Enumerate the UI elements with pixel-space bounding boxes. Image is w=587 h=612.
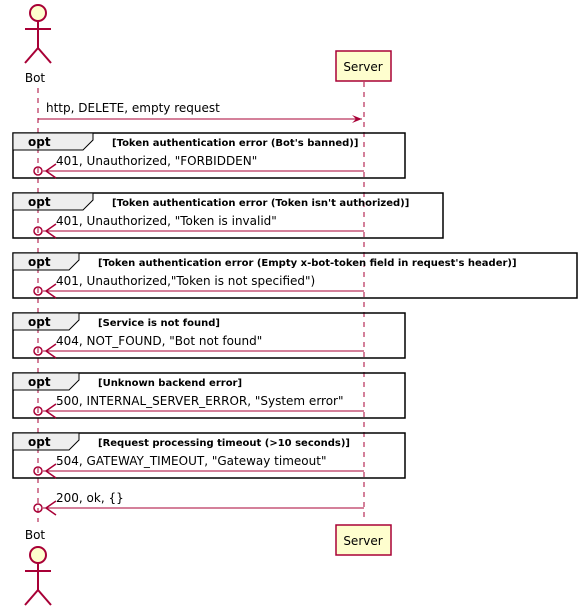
bot-label-top: Bot [25,71,46,85]
opt-tab [12,312,80,331]
opt-fragment [12,192,444,239]
request-arrowhead-icon [352,115,362,123]
message-label: 401, Unauthorized, "FORBIDDEN" [56,154,257,168]
opt-tab [12,372,80,391]
bot-label-bottom: Bot [25,528,46,542]
arrowhead-icon [44,163,57,179]
message-label-ok: 200, ok, {} [56,491,124,505]
server-box-top [335,50,392,82]
arrowhead-icon [44,283,57,299]
lost-message-circle-icon [33,346,43,356]
opt-condition: [Token authentication error (Bot's banne… [112,138,358,149]
lost-message-circle-icon [33,406,43,416]
opt-keyword: opt [28,255,51,269]
lost-message-circle-icon [33,466,43,476]
opt-condition: [Service is not found] [98,318,220,329]
bot-actor-icon-bottom [24,546,52,606]
arrowhead-icon [44,500,57,516]
message-label: 401, Unauthorized,"Token is not specifie… [56,274,315,288]
opt-fragment [12,372,406,419]
opt-fragment [12,132,406,179]
opt-condition: [Token authentication error (Token isn't… [112,198,409,209]
opt-tab [12,192,94,211]
lost-message-circle-icon [33,286,43,296]
opt-condition: [Request processing timeout (>10 seconds… [98,438,350,449]
opt-condition: [Token authentication error (Empty x-bot… [98,258,517,269]
arrowhead-icon [44,463,57,479]
server-box-bottom [335,524,392,556]
opt-condition: [Unknown backend error] [98,378,242,389]
lost-message-circle-icon [33,226,43,236]
opt-keyword: opt [28,375,51,389]
arrowhead-icon [44,403,57,419]
server-label-top: Server [343,60,382,74]
message-label-request: http, DELETE, empty request [46,101,220,115]
opt-keyword: opt [28,435,51,449]
opt-keyword: opt [28,315,51,329]
opt-fragment [12,252,578,299]
opt-tab [12,432,80,451]
arrowhead-icon [44,343,57,359]
opt-fragment [12,432,406,479]
opt-keyword: opt [28,135,51,149]
lost-message-circle-icon [33,166,43,176]
message-label: 500, INTERNAL_SERVER_ERROR, "System erro… [56,394,344,408]
message-label: 404, NOT_FOUND, "Bot not found" [56,334,262,348]
server-label-bottom: Server [343,534,382,548]
opt-keyword: opt [28,195,51,209]
message-label: 401, Unauthorized, "Token is invalid" [56,214,277,228]
bot-actor-icon-top [24,4,52,64]
arrowhead-icon [44,223,57,239]
opt-tab [12,132,94,151]
message-label: 504, GATEWAY_TIMEOUT, "Gateway timeout" [56,454,326,468]
opt-fragment [12,312,406,359]
opt-tab [12,252,80,271]
lost-message-circle-icon [33,503,43,513]
